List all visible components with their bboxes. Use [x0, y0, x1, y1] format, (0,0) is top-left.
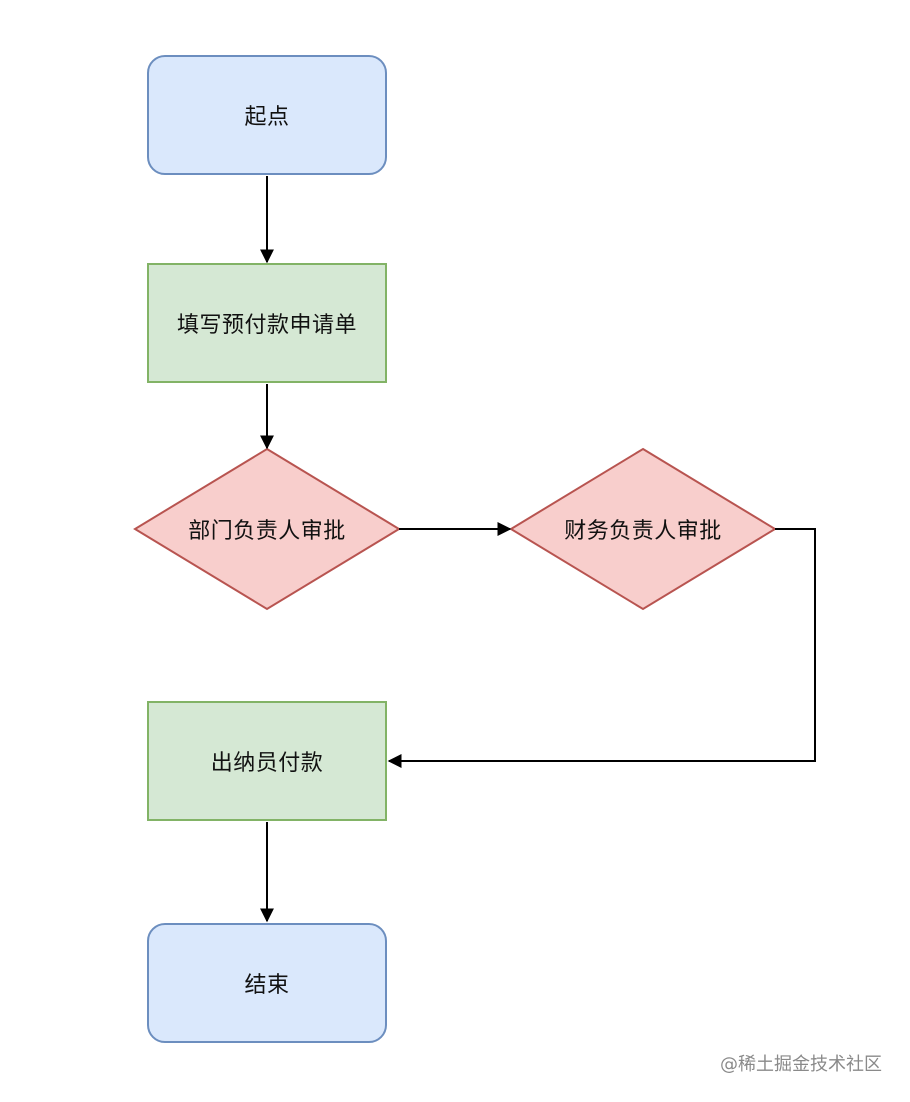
finance-approval-diamond-shape	[509, 447, 777, 611]
watermark-text: @稀土掘金技术社区	[720, 1054, 882, 1075]
cashier-payment-node: 出纳员付款	[147, 701, 387, 821]
finance-approval-label-box: 财务负责人审批	[511, 449, 775, 609]
dept-approval-label-box: 部门负责人审批	[135, 449, 399, 609]
dept-approval-node-label: 部门负责人审批	[188, 519, 346, 544]
end-node-label: 结束	[244, 973, 290, 998]
end-node: 结束	[147, 923, 387, 1043]
dept-approval-diamond-shape	[133, 447, 401, 611]
fill-form-node-label: 填写预付款申请单	[176, 313, 357, 338]
cashier-payment-node-label: 出纳员付款	[210, 751, 324, 776]
finance-approval-node-label: 财务负责人审批	[564, 519, 722, 544]
edge-finance-approval-to-cashier	[387, 528, 816, 768]
start-node: 起点	[147, 55, 387, 175]
fill-form-node: 填写预付款申请单	[147, 263, 387, 383]
start-node-label: 起点	[244, 105, 290, 130]
